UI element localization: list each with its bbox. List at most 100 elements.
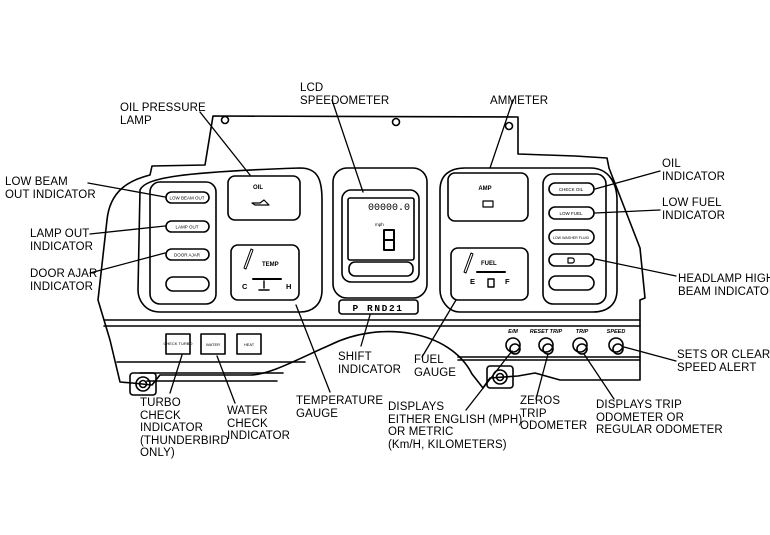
speedometer-bezel <box>332 167 428 299</box>
low-beam-out-lamp-text: LOW BEAM OUT <box>169 196 204 201</box>
fuel-pump-icon <box>487 278 495 288</box>
temperature-gauge <box>230 244 300 301</box>
fuel-full-label: F <box>505 277 510 286</box>
amp-gauge-label: AMP <box>478 186 491 192</box>
fuel-gauge <box>450 247 529 301</box>
callout-shift-indicator: SHIFT INDICATOR <box>338 351 402 376</box>
low-washer-fluid-lamp <box>548 229 595 245</box>
mount-screw-left <box>220 115 230 125</box>
fuel-gauge-label: FUEL <box>481 261 497 267</box>
leader-fuel-gauge <box>421 299 457 358</box>
low-beam-out-lamp <box>165 191 210 204</box>
right-knob-center <box>495 372 505 382</box>
em-button-label: E/M <box>508 329 518 335</box>
trip-button-label: TRIP <box>576 329 589 335</box>
mount-screw-right <box>504 121 514 131</box>
leader-oil-pressure <box>199 111 251 176</box>
callout-lcd-speedometer: LCD SPEEDOMETER <box>300 82 390 107</box>
leader-temperature <box>295 304 331 393</box>
check-turbo-lamp-text: CHECK TURBO <box>163 341 192 346</box>
callout-door-ajar: DOOR AJAR INDICATOR <box>30 268 98 293</box>
cluster-housing-outline <box>97 115 646 389</box>
temp-cold-label: C <box>242 282 248 291</box>
left-knob-housing <box>129 372 157 396</box>
left-knob[interactable] <box>135 376 151 392</box>
trip-button[interactable] <box>572 337 588 355</box>
door-ajar-lamp-text: DOOR AJAR <box>174 253 201 258</box>
leader-oil-indicator <box>594 170 661 190</box>
mount-screw-center <box>391 117 401 127</box>
coolant-icon <box>258 280 270 291</box>
oil-gauge-label: OIL <box>253 185 263 191</box>
spare-left-lamp <box>165 276 210 292</box>
door-ajar-lamp <box>165 248 210 261</box>
right-lamp-panel <box>542 173 607 305</box>
temp-needle <box>243 248 254 270</box>
left-knob-center <box>138 379 148 389</box>
low-washer-fluid-lamp-text: LOW WASHER FLUID <box>553 236 590 240</box>
callout-lamp-out: LAMP OUT INDICATOR <box>30 228 94 253</box>
leader-low-fuel <box>594 209 661 214</box>
callout-english-metric: DISPLAYS EITHER ENGLISH (MPH) OR METRIC … <box>388 401 523 451</box>
leader-low-beam <box>87 182 166 198</box>
fuel-needle <box>463 252 474 274</box>
water-lamp-text: WATER <box>206 342 220 347</box>
oil-can-icon <box>251 199 270 206</box>
callout-water-check: WATER CHECK INDICATOR <box>227 405 291 442</box>
fuel-empty-label: E <box>470 277 475 286</box>
shift-indicator <box>338 299 419 315</box>
callout-displays-trip: DISPLAYS TRIP ODOMETER OR REGULAR ODOMET… <box>596 399 723 436</box>
callout-fuel-gauge: FUEL GAUGE <box>414 354 457 379</box>
low-fuel-lamp <box>548 206 595 220</box>
left-pod-bezel <box>137 167 323 313</box>
callout-oil-indicator: OIL INDICATOR <box>662 158 726 183</box>
reset-trip-button-label: RESET TRIP <box>530 329 563 335</box>
heat-lamp <box>236 333 262 355</box>
left-lamp-panel <box>149 181 217 305</box>
callout-oil-pressure-lamp: OIL PRESSURE LAMP <box>120 102 206 127</box>
callout-turbo-check: TURBO CHECK INDICATOR (THUNDERBIRD ONLY) <box>140 397 229 459</box>
leader-shift <box>360 314 371 347</box>
leader-water <box>216 355 236 404</box>
lamp-out-lamp-text: LAMP OUT <box>176 225 199 230</box>
speed-button[interactable] <box>608 337 624 355</box>
leader-trip <box>583 353 615 400</box>
spare-right-lamp <box>548 275 595 291</box>
callout-low-fuel: LOW FUEL INDICATOR <box>662 197 726 222</box>
high-beam-lamp <box>548 253 595 267</box>
leader-door-ajar <box>89 252 166 274</box>
oil-pressure-gauge <box>227 175 301 221</box>
leader-em <box>465 350 513 411</box>
right-knob[interactable] <box>492 369 508 385</box>
lcd-lower-strip <box>348 261 414 277</box>
reset-trip-button[interactable] <box>538 337 554 355</box>
callout-low-beam-out: LOW BEAM OUT INDICATOR <box>5 176 96 201</box>
ammeter-gauge <box>447 172 529 222</box>
leader-turbo <box>169 354 183 394</box>
leader-speed <box>623 346 677 362</box>
speed-digit-segments <box>383 229 395 251</box>
right-pod-bezel <box>439 167 618 313</box>
callout-zeros-trip: ZEROS TRIP ODOMETER <box>520 395 588 432</box>
lcd-frame <box>341 189 420 283</box>
callout-headlamp-high-beam: HEADLAMP HIGH BEAM INDICATOR <box>678 273 770 298</box>
check-oil-lamp <box>548 182 595 196</box>
leader-high-beam <box>594 258 677 277</box>
leader-ammeter <box>489 99 514 169</box>
low-fuel-lamp-text: LOW FUEL <box>559 211 583 216</box>
callout-ammeter: AMMETER <box>490 95 549 107</box>
odometer-reading: 00000.0 <box>368 203 410 214</box>
water-check-lamp <box>200 333 226 355</box>
callout-temperature-gauge: TEMPERATURE GAUGE <box>296 395 384 420</box>
check-turbo-lamp <box>165 333 191 355</box>
temp-gauge-label: TEMP <box>262 262 279 268</box>
heat-lamp-text: HEAT <box>244 342 255 347</box>
em-button[interactable] <box>505 337 521 355</box>
lamp-out-lamp <box>165 220 210 233</box>
temp-hot-label: H <box>286 282 291 291</box>
leader-lines <box>87 99 677 411</box>
leader-lcd-speedometer <box>331 99 364 193</box>
speed-button-label: SPEED <box>607 329 626 335</box>
